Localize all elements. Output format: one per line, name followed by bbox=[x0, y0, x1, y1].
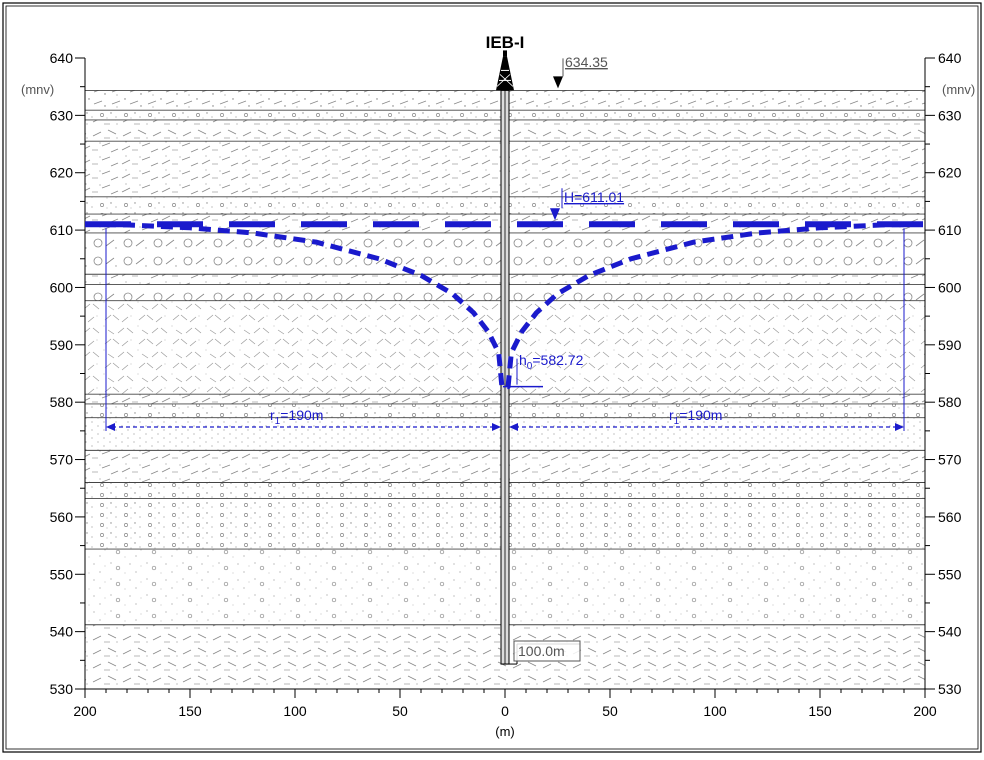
y-tick-label-right: 540 bbox=[938, 624, 962, 640]
y-tick-label-right: 560 bbox=[938, 509, 962, 525]
y-tick-label-right: 590 bbox=[938, 337, 962, 353]
axes: 530 530 540 540 550 550 560 560 570 570 580 580 590 5… bbox=[50, 50, 962, 719]
y-tick-label-left: 590 bbox=[50, 337, 74, 353]
y-tick-label-right: 610 bbox=[938, 222, 962, 238]
y-tick-label-right: 570 bbox=[938, 452, 962, 468]
radius-arrowhead bbox=[509, 423, 518, 431]
y-tick-label-left: 580 bbox=[50, 394, 74, 410]
y-tick-label-left: 640 bbox=[50, 50, 74, 66]
y-tick-label-left: 540 bbox=[50, 624, 74, 640]
radius-label-left: r1=190m bbox=[270, 407, 323, 427]
radius-arrowhead bbox=[492, 423, 501, 431]
y-tick-label-right: 600 bbox=[938, 279, 962, 295]
dynamic-level-label: h0=582.72 bbox=[519, 352, 584, 372]
static-level-label: H=611.01 bbox=[564, 189, 624, 205]
well-depth-box bbox=[513, 640, 581, 662]
y-tick-label-right: 580 bbox=[938, 394, 962, 410]
x-tick-label: 100 bbox=[283, 703, 307, 719]
x-tick-label: 150 bbox=[178, 703, 202, 719]
y-tick-label-left: 560 bbox=[50, 509, 74, 525]
x-tick-label: 200 bbox=[73, 703, 97, 719]
y-tick-label-right: 630 bbox=[938, 107, 962, 123]
x-unit-label: (m) bbox=[495, 724, 515, 739]
y-tick-label-right: 640 bbox=[938, 50, 962, 66]
y-tick-label-left: 600 bbox=[50, 279, 74, 295]
x-tick-label: 50 bbox=[392, 703, 408, 719]
y-tick-label-left: 530 bbox=[50, 681, 74, 697]
y-tick-label-left: 570 bbox=[50, 452, 74, 468]
water-levels bbox=[84, 188, 926, 431]
dynamic-level-sub: 0 bbox=[527, 361, 533, 372]
radius-arrowhead bbox=[895, 423, 904, 431]
dynamic-level-value: =582.72 bbox=[532, 352, 583, 368]
y-tick-label-right: 550 bbox=[938, 566, 962, 582]
well-depth-label: 100.0m bbox=[518, 643, 565, 659]
y-tick-label-left: 630 bbox=[50, 107, 74, 123]
dynamic-level-prefix: h bbox=[519, 352, 527, 368]
y-tick-label-left: 620 bbox=[50, 165, 74, 181]
y-tick-label-left: 610 bbox=[50, 222, 74, 238]
x-tick-label: 100 bbox=[703, 703, 727, 719]
y-unit-left: (mnv) bbox=[21, 82, 54, 97]
x-tick-label: 0 bbox=[501, 703, 509, 719]
radius-arrowhead bbox=[106, 423, 115, 431]
x-tick-label: 50 bbox=[602, 703, 618, 719]
drill-rig-top bbox=[503, 50, 507, 57]
well-name-label: IEB-I bbox=[486, 33, 525, 52]
y-tick-label-left: 550 bbox=[50, 566, 74, 582]
x-tick-label: 150 bbox=[808, 703, 832, 719]
inner-frame bbox=[5, 5, 979, 750]
drill-rig-icon bbox=[496, 50, 514, 91]
y-tick-label-right: 620 bbox=[938, 165, 962, 181]
ground-elevation-marker bbox=[553, 76, 563, 89]
y-unit-right: (mnv) bbox=[942, 82, 975, 97]
drill-rig-body bbox=[496, 56, 514, 91]
ground-elevation-label: 634.35 bbox=[565, 54, 608, 70]
drawdown-cone-curve bbox=[84, 221, 926, 390]
x-tick-label: 200 bbox=[913, 703, 937, 719]
y-tick-label-right: 530 bbox=[938, 681, 962, 697]
radius-label-right: r1=190m bbox=[669, 407, 722, 427]
drill-rig-brace bbox=[499, 74, 514, 87]
static-level-marker bbox=[550, 208, 560, 221]
drill-rig-brace bbox=[496, 74, 511, 87]
